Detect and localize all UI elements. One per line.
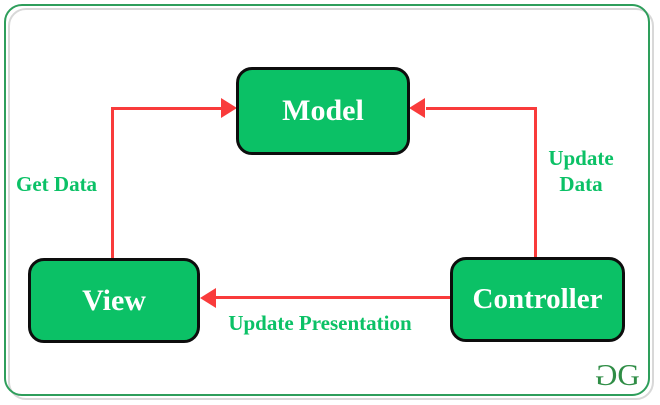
- geeksforgeeks-logo: GG: [597, 357, 640, 393]
- edge-label-update-data: Update Data: [548, 146, 614, 196]
- edge-label-update-presentation: Update Presentation: [228, 311, 412, 335]
- frame-shadow: [8, 8, 654, 400]
- logo-mirrored-g: G: [597, 357, 618, 392]
- arrow-controller-to-model-vertical: [534, 107, 537, 258]
- arrowhead-into-view-icon: [200, 288, 216, 308]
- arrow-view-to-model-vertical: [111, 107, 114, 259]
- logo-g: G: [617, 357, 639, 392]
- node-view-label: View: [82, 283, 146, 317]
- arrow-controller-to-view-horizontal: [216, 296, 451, 299]
- arrowhead-into-model-left-icon: [221, 98, 237, 118]
- arrowhead-into-model-right-icon: [409, 98, 425, 118]
- node-controller-label: Controller: [472, 283, 603, 315]
- edge-label-get-data: Get Data: [16, 172, 98, 196]
- node-view: View: [28, 258, 200, 343]
- node-model: Model: [236, 67, 410, 155]
- arrow-view-to-model-horizontal: [111, 107, 221, 110]
- diagram-frame: [4, 4, 650, 396]
- arrow-controller-to-model-horizontal: [426, 107, 536, 110]
- node-model-label: Model: [282, 94, 364, 127]
- node-controller: Controller: [450, 257, 625, 342]
